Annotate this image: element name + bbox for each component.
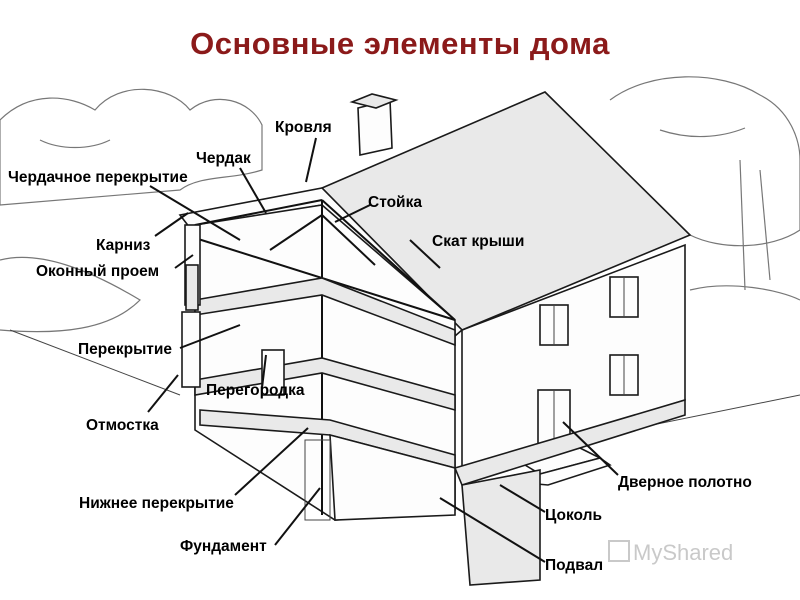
plinth [453, 398, 686, 486]
window-upper-left [539, 304, 569, 346]
label-dvernoe-polotno: Дверное полотно [618, 474, 752, 491]
label-krovlya: Кровля [275, 119, 332, 136]
partition [261, 349, 285, 396]
watermark: MyShared [608, 540, 733, 566]
brace-left [269, 214, 323, 251]
watermark-text: MyShared [633, 540, 734, 565]
basement-ground [461, 469, 541, 586]
label-karniz: Карниз [96, 237, 151, 254]
label-cherdak: Чердак [196, 150, 251, 167]
label-perekrytie: Перекрытие [78, 341, 172, 358]
label-tsokol: Цоколь [545, 507, 602, 524]
brace-right [321, 214, 376, 266]
label-skat-kryshi: Скат крыши [432, 233, 524, 250]
basement [329, 433, 456, 521]
label-cherdachnoe-perekrytie: Чердачное перекрытие [8, 169, 188, 186]
floor-slab-lower [194, 357, 456, 412]
monitor-icon [608, 540, 630, 562]
label-podval: Подвал [545, 557, 603, 574]
chimney [349, 93, 399, 156]
foundation-block [304, 439, 331, 521]
page-title: Основные элементы дома [190, 26, 610, 61]
leader-lines [147, 137, 619, 563]
rafter-left [194, 199, 323, 226]
wall-end-lower [181, 311, 201, 388]
label-stoyka: Стойка [368, 194, 422, 211]
label-fundament: Фундамент [180, 538, 267, 555]
window-lower-right [609, 354, 639, 396]
label-otmostka: Отмостка [86, 417, 159, 434]
window-opening-rect [185, 264, 199, 311]
label-nizhnee-perekrytie: Нижнее перекрытие [79, 495, 234, 512]
window-upper-right [609, 276, 639, 318]
rafter-right [321, 199, 456, 321]
label-peregorodka: Перегородка [206, 382, 305, 399]
label-okonny-proem: Оконный проем [36, 263, 159, 280]
